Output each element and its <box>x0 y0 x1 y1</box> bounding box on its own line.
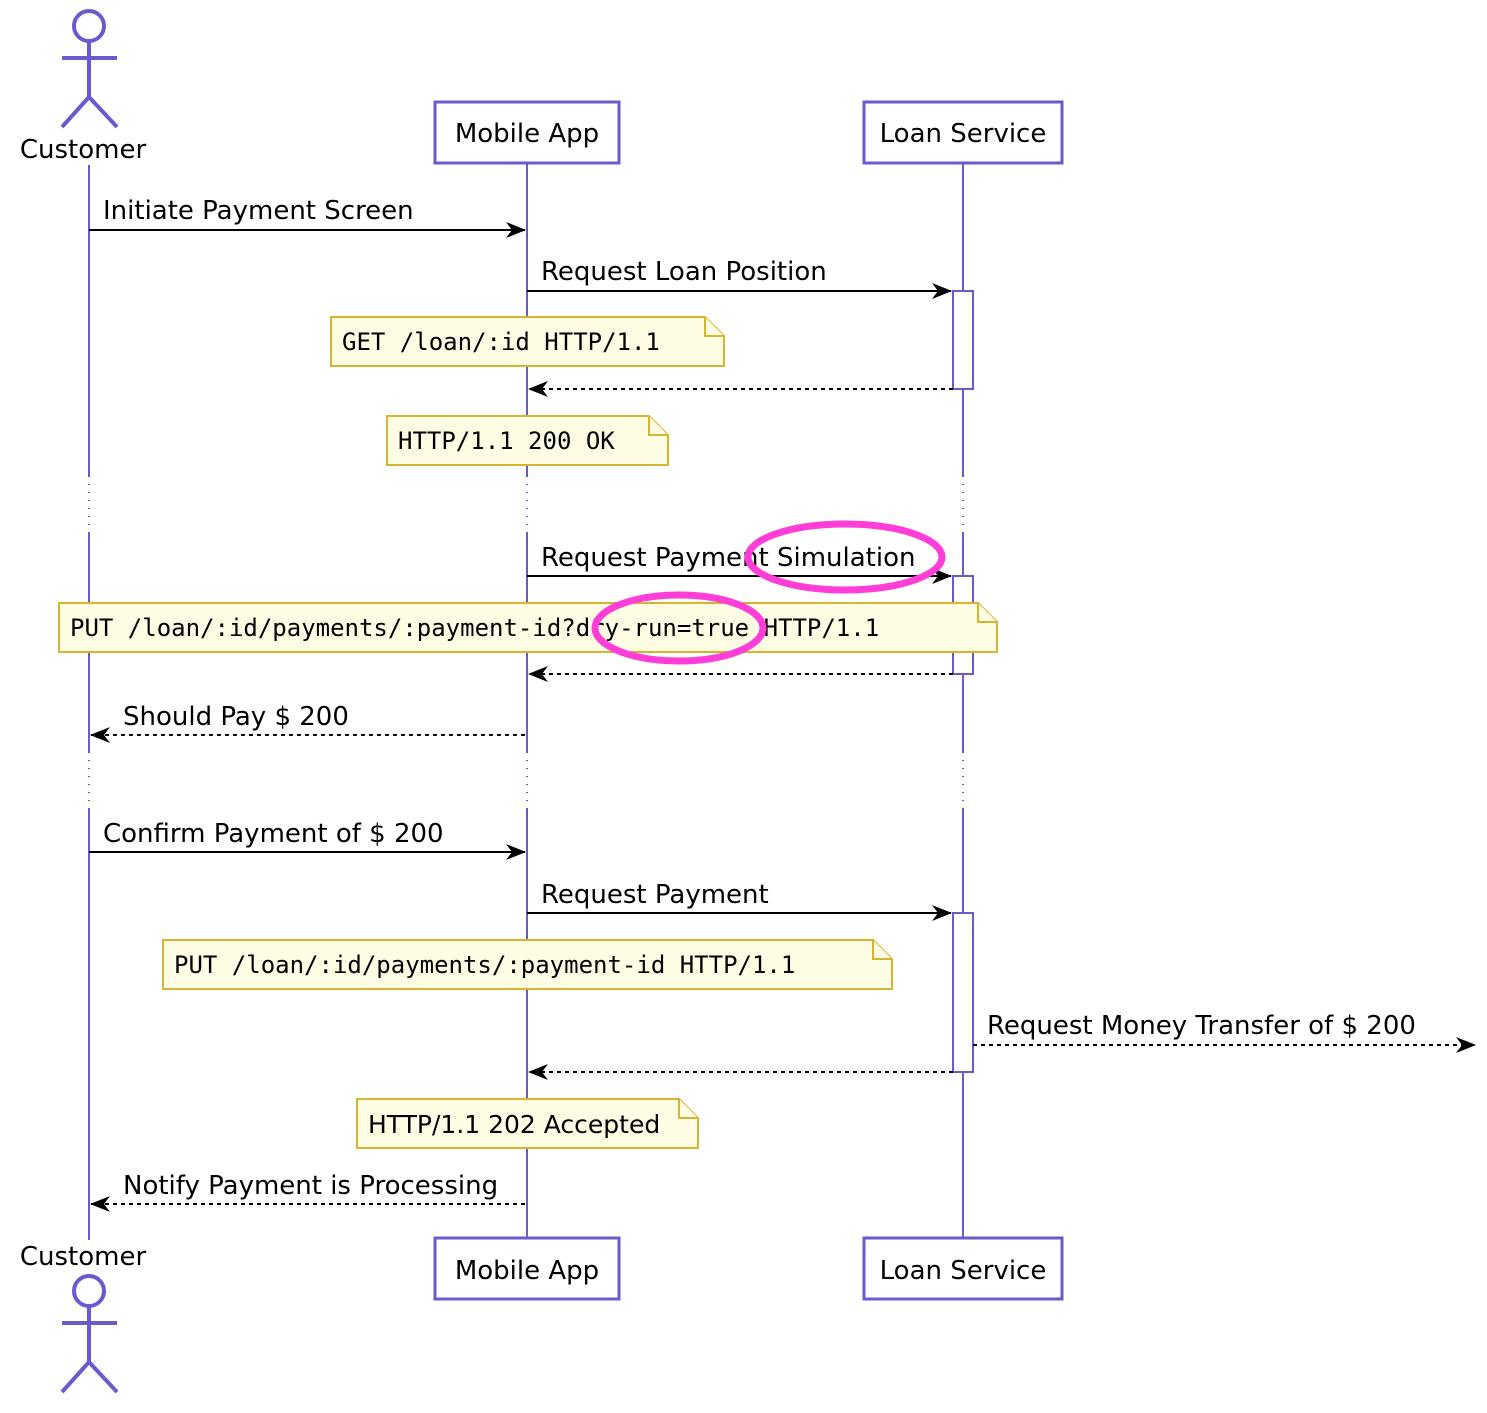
participant-loan-service-top: Loan Service <box>862 100 1064 165</box>
message-label: Confirm Payment of $ 200 <box>103 819 444 849</box>
highlight-ellipse-dry-run <box>591 591 767 665</box>
message-label: Request Loan Position <box>541 257 827 287</box>
note-get-loan: GET /loan/:id HTTP/1.1 <box>330 316 725 367</box>
actor-icon <box>60 9 119 129</box>
message-label: Request Money Transfer of $ 200 <box>987 1011 1416 1041</box>
participant-mobile-app-bottom: Mobile App <box>433 1236 621 1301</box>
participant-mobile-app-top: Mobile App <box>433 100 621 165</box>
message-request-payment-simulation: Request Payment Simulation <box>527 543 952 584</box>
actor-customer-bottom: Customer <box>20 1242 147 1394</box>
note-put-dry-run: PUT /loan/:id/payments/:payment-id?dry-r… <box>58 602 998 653</box>
message-confirm-payment: Confirm Payment of $ 200 <box>89 819 526 860</box>
actor-icon <box>60 1274 119 1394</box>
message-label: Request Payment Simulation <box>541 543 915 573</box>
participant-label: Mobile App <box>455 1256 599 1286</box>
message-label: Should Pay $ 200 <box>123 702 349 732</box>
note-http-200: HTTP/1.1 200 OK <box>386 415 669 466</box>
message-should-pay: Should Pay $ 200 <box>90 702 525 743</box>
actor-customer-top: Customer <box>20 9 147 165</box>
note-text: HTTP/1.1 200 OK <box>398 427 615 455</box>
participant-label: Mobile App <box>455 119 599 149</box>
note-http-202: HTTP/1.1 202 Accepted <box>356 1098 699 1149</box>
note-text: GET /loan/:id HTTP/1.1 <box>342 328 660 356</box>
message-label: Notify Payment is Processing <box>123 1171 498 1201</box>
participant-label: Loan Service <box>880 1256 1047 1286</box>
note-put-payment: PUT /loan/:id/payments/:payment-id HTTP/… <box>162 939 893 990</box>
participant-label: Customer <box>20 135 147 165</box>
participant-label: Customer <box>20 1242 147 1272</box>
activation-bar <box>952 290 974 390</box>
note-text: PUT /loan/:id/payments/:payment-id HTTP/… <box>174 951 795 979</box>
message-label: Request Payment <box>541 880 769 910</box>
note-text: PUT /loan/:id/payments/:payment-id?dry-r… <box>70 614 879 642</box>
message-request-payment: Request Payment <box>527 880 952 921</box>
message-initiate-payment-screen: Initiate Payment Screen <box>89 196 526 238</box>
highlight-ellipse-simulation <box>744 520 946 594</box>
message-label: Initiate Payment Screen <box>103 196 414 226</box>
activation-bar <box>952 912 974 1073</box>
note-text: HTTP/1.1 202 Accepted <box>368 1110 660 1139</box>
message-request-money-transfer: Request Money Transfer of $ 200 <box>973 1011 1476 1053</box>
message-notify-processing: Notify Payment is Processing <box>90 1171 525 1212</box>
participant-loan-service-bottom: Loan Service <box>862 1236 1064 1301</box>
participant-label: Loan Service <box>880 119 1047 149</box>
message-request-loan-position: Request Loan Position <box>527 257 952 299</box>
